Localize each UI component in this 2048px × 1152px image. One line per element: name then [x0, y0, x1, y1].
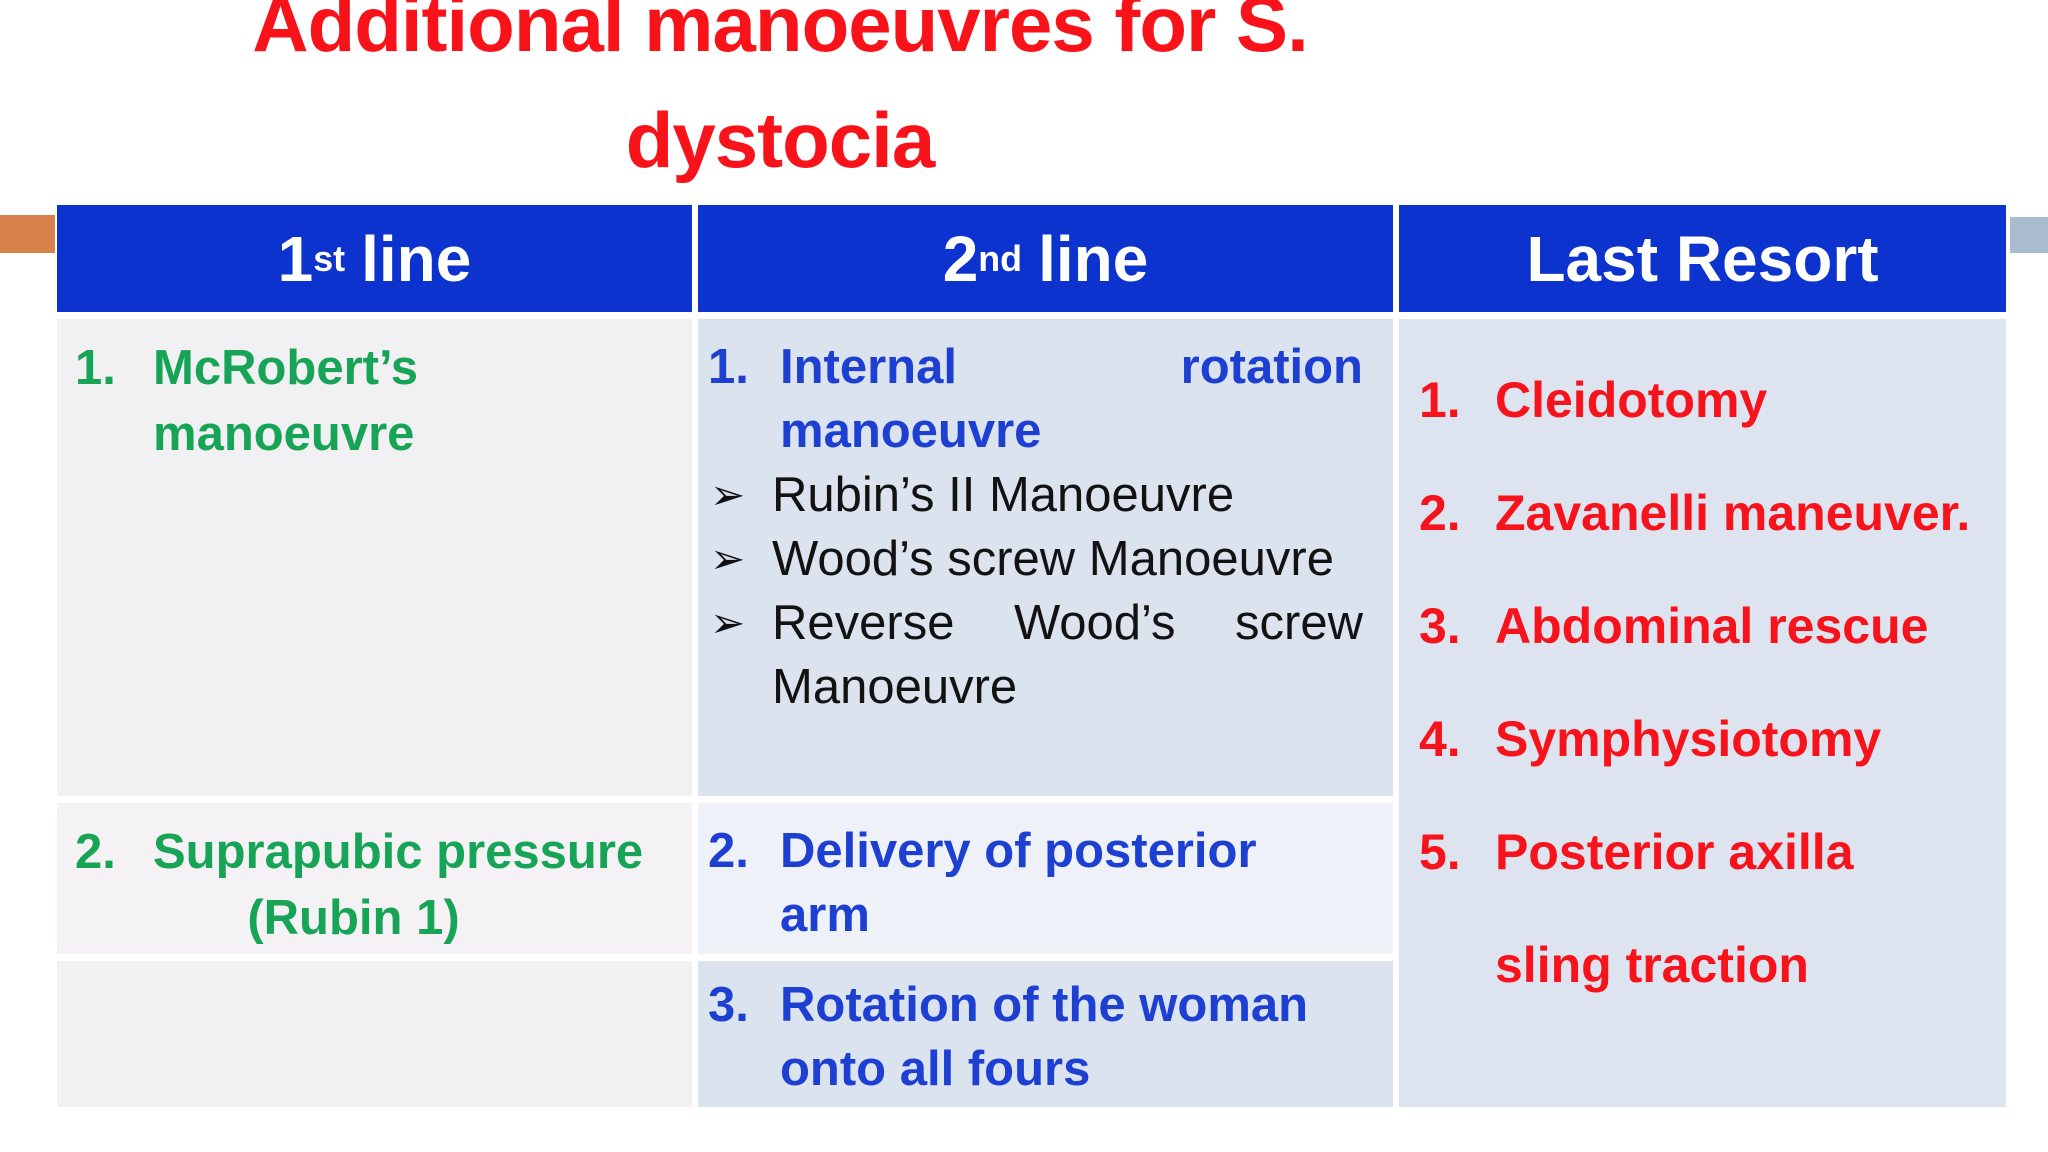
- item-number: 5.: [1419, 824, 1461, 880]
- item-text: Delivery of posterior arm: [780, 824, 1257, 942]
- item-text: Suprapubic pressure (Rubin 1): [153, 825, 644, 945]
- bullet-item-woods-screw: ➢ Wood’s screw Manoeuvre: [708, 527, 1363, 591]
- arrowhead-bullet-icon: ➢: [710, 599, 746, 646]
- item-number: 3.: [1419, 598, 1461, 654]
- list-item-all-fours: 3. Rotation of the woman onto all fours: [708, 973, 1363, 1101]
- list-item-cleidotomy: 1. Cleidotomy: [1419, 372, 1768, 428]
- item-number: 3.: [708, 978, 749, 1032]
- item-text: Internal rotation manoeuvre: [780, 340, 1363, 458]
- item-number: 2.: [75, 825, 116, 879]
- list-item-posterior-axilla: 5. Posterior axilla sling traction: [1419, 824, 1854, 993]
- cell-second-line-row2: 2. Delivery of posterior arm: [698, 803, 1393, 954]
- slide-title-line1: Additional manoeuvres for S.: [252, 0, 1309, 68]
- arrowhead-bullet-icon: ➢: [710, 535, 746, 582]
- cell-second-line-row3: 3. Rotation of the woman onto all fours: [698, 961, 1393, 1107]
- cell-last-resort: 1. Cleidotomy 2. Zavanelli maneuver. 3. …: [1399, 319, 2006, 1107]
- cell-second-line-row1: 1. Internal rotation manoeuvre ➢ Rubin’s…: [698, 319, 1393, 796]
- cell-first-line-row2: 2. Suprapubic pressure (Rubin 1): [57, 803, 692, 954]
- item-number: 2.: [708, 824, 749, 878]
- bullet-item-reverse-woods-screw: ➢ Reverse Wood’s screw Manoeuvre: [708, 591, 1363, 719]
- right-accent-bar: [2010, 217, 2048, 253]
- item-text: Rotation of the woman onto all fours: [780, 978, 1309, 1096]
- arrowhead-bullet-icon: ➢: [710, 471, 746, 518]
- list-item-symphysiotomy: 4. Symphysiotomy: [1419, 711, 1882, 767]
- cell-first-line-row1: 1. McRobert’s manoeuvre: [57, 319, 692, 796]
- item-number: 1.: [708, 340, 749, 394]
- list-item-suprapubic: 2. Suprapubic pressure (Rubin 1): [75, 819, 674, 951]
- list-item-mcroberts: 1. McRobert’s manoeuvre: [75, 335, 674, 467]
- header-last-resort-label: Last Resort: [1526, 222, 1879, 295]
- slide-title: Additional manoeuvres for S. dystocia: [0, 0, 1560, 198]
- list-item-abdominal-rescue: 3. Abdominal rescue: [1419, 598, 1929, 654]
- cell-first-line-row3-empty: [57, 961, 692, 1107]
- item-text: McRobert’s manoeuvre: [153, 341, 419, 461]
- item-number: 1.: [75, 341, 116, 395]
- header-first-line-word: line: [361, 222, 472, 295]
- item-number: 4.: [1419, 711, 1461, 767]
- item-number: 2.: [1419, 485, 1461, 541]
- bullet-item-rubins-ii: ➢ Rubin’s II Manoeuvre: [708, 463, 1363, 527]
- slide-title-line2: dystocia: [625, 96, 935, 184]
- header-first-line-number: 1: [277, 222, 314, 295]
- list-item-internal-rotation: 1. Internal rotation manoeuvre: [708, 335, 1363, 463]
- left-accent-bar: [0, 215, 55, 253]
- header-second-line-number: 2: [942, 222, 979, 295]
- header-last-resort: Last Resort: [1399, 205, 2006, 312]
- item-number: 1.: [1419, 372, 1461, 428]
- list-item-posterior-arm: 2. Delivery of posterior arm: [708, 819, 1363, 947]
- header-second-line-word: line: [1038, 222, 1149, 295]
- list-item-zavanelli: 2. Zavanelli maneuver.: [1419, 485, 1971, 541]
